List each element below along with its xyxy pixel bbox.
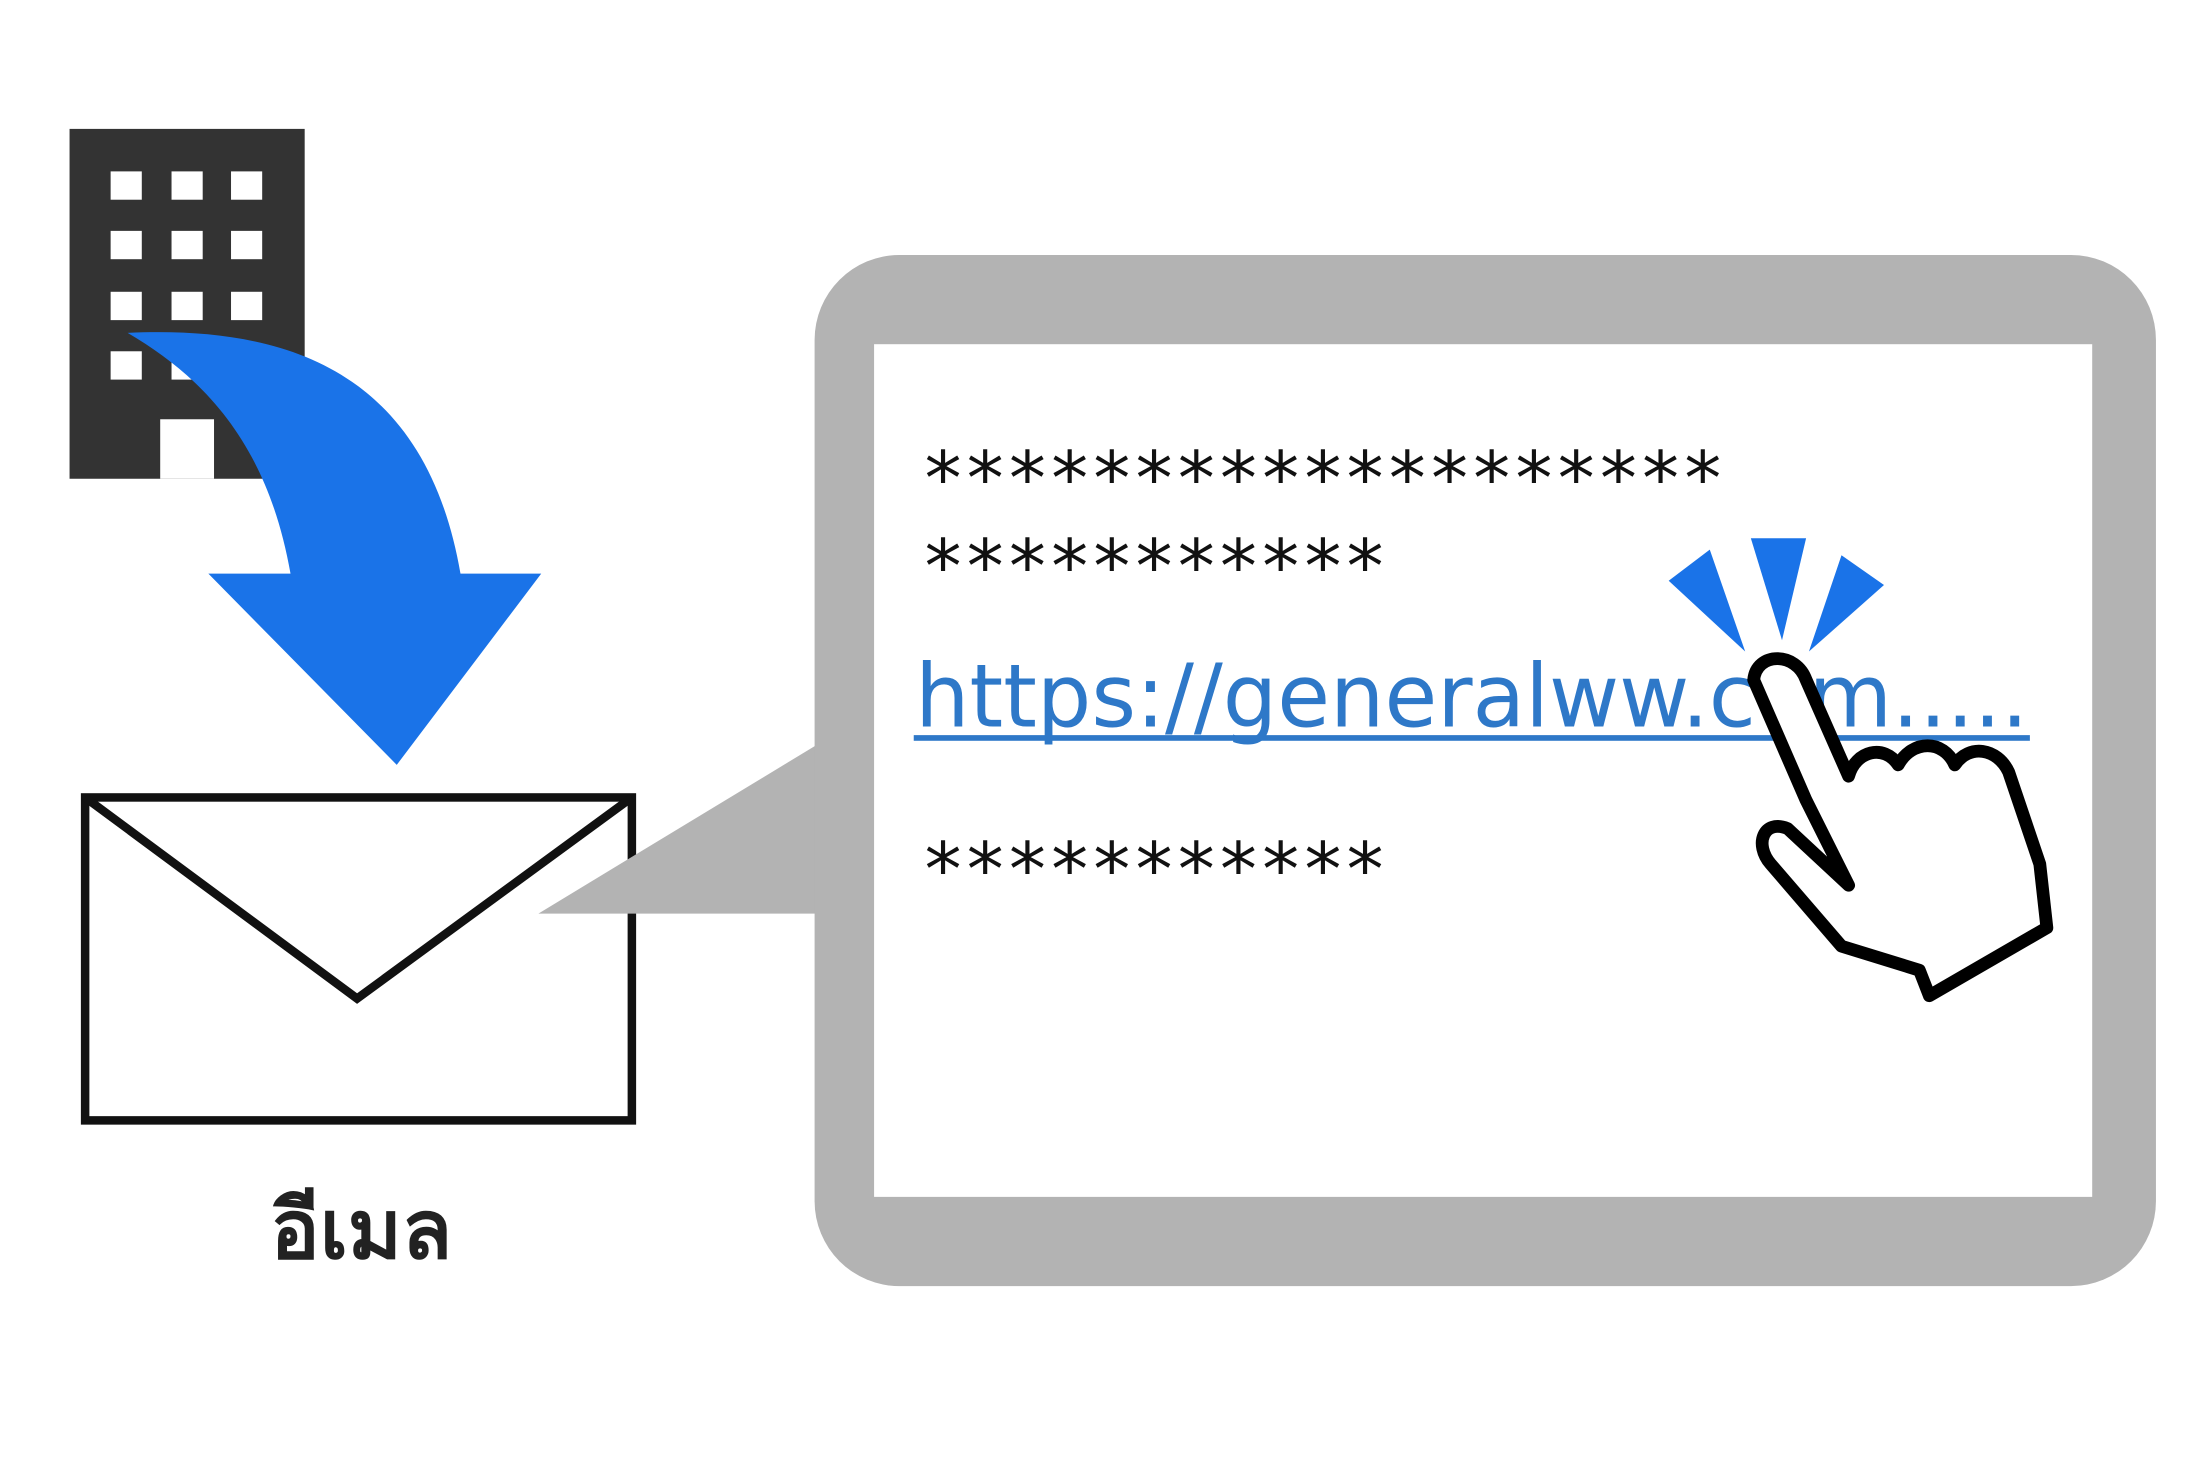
- message-bubble: [538, 254, 2156, 1287]
- click-burst-icon: [1668, 538, 1884, 652]
- message-link[interactable]: https://generalww.com.....: [915, 645, 2028, 748]
- message-text-line1: *******************: [921, 437, 1723, 522]
- message-text-line2: ***********: [921, 525, 1385, 610]
- envelope-icon: [80, 793, 637, 1125]
- link-underline: [913, 735, 2030, 741]
- pointing-hand-icon: [1747, 652, 2054, 1003]
- message-text-line3: ***********: [921, 828, 1385, 913]
- curved-arrow-icon: [127, 332, 542, 765]
- email-label: อีเมล: [270, 1183, 452, 1278]
